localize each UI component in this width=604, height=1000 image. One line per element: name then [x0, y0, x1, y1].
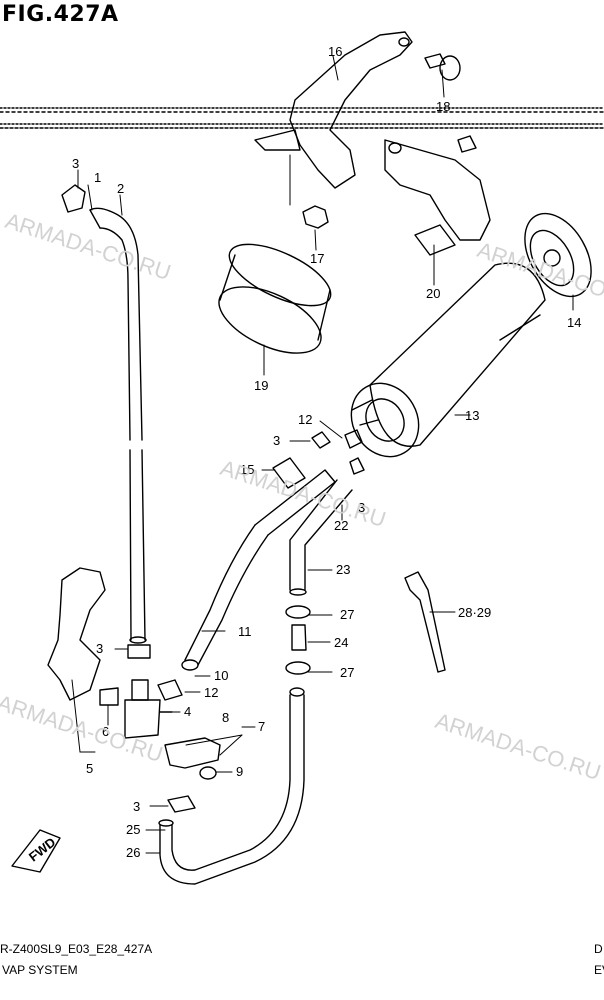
leader-lines — [71, 55, 574, 854]
part-16-bracket — [254, 31, 413, 189]
callout-25: 25 — [126, 822, 140, 837]
part-2-hose — [89, 207, 147, 644]
figure-title: FIG.427A — [2, 2, 119, 27]
callout-16: 16 — [328, 44, 342, 59]
part-26-hose — [158, 687, 305, 885]
clamp-3-bottom — [167, 795, 196, 813]
part-12-joint-bottom — [157, 679, 183, 701]
callout-17: 17 — [310, 251, 324, 266]
part-5-bracket — [47, 567, 106, 701]
callout-9: 9 — [236, 764, 243, 779]
callout-12-top: 12 — [298, 412, 312, 427]
callout-26: 26 — [126, 845, 140, 860]
system-name: VAP SYSTEM — [2, 963, 78, 977]
callout-2: 2 — [117, 181, 124, 196]
part-24-joint — [291, 624, 307, 651]
clamp-3-top — [61, 184, 86, 213]
callout-24: 24 — [334, 635, 348, 650]
part-20-holder — [384, 139, 491, 256]
part-6-bracket — [99, 687, 119, 706]
fwd-arrow — [11, 829, 61, 873]
part-27-clamp-bottom — [285, 661, 311, 675]
callout-10: 10 — [214, 668, 228, 683]
callout-15: 15 — [240, 462, 254, 477]
callout-7: 7 — [258, 719, 265, 734]
callout-14: 14 — [567, 315, 581, 330]
part-13-canister — [350, 262, 546, 458]
part-14-cap — [524, 212, 592, 298]
frame-section — [0, 107, 604, 129]
part-4-valve — [124, 679, 173, 739]
callout-1: 1 — [94, 170, 101, 185]
part-15-hose — [272, 457, 306, 489]
clamp-3-mid — [127, 644, 151, 659]
part-19-band — [218, 243, 332, 354]
callout-3-top: 3 — [72, 156, 79, 171]
callout-27-bottom: 27 — [340, 665, 354, 680]
callout-13: 13 — [465, 408, 479, 423]
callout-28-29: 28·29 — [458, 605, 491, 620]
callout-18: 18 — [436, 99, 450, 114]
callout-3-canister-b: 3 — [358, 500, 365, 515]
part-27-clamp-top — [285, 605, 311, 619]
callout-19: 19 — [254, 378, 268, 393]
callout-20: 20 — [426, 286, 440, 301]
part-11-hose — [181, 469, 336, 671]
callout-3-bottom: 3 — [133, 799, 140, 814]
model-code: R-Z400SL9_E03_E28_427A — [0, 942, 153, 956]
callout-27-top: 27 — [340, 607, 354, 622]
callout-3-canister-a: 3 — [273, 433, 280, 448]
fwd-label: FWD — [26, 834, 59, 864]
part-28-29-tie — [404, 571, 446, 673]
callout-5: 5 — [86, 761, 93, 776]
part-8-bracket — [164, 737, 221, 769]
callout-8: 8 — [222, 710, 229, 725]
right-code-a: D — [594, 942, 603, 956]
callout-6: 6 — [102, 724, 109, 739]
part-9-bolt — [199, 766, 217, 780]
clamp-3-canister-b — [349, 457, 365, 475]
part-23-hose — [289, 479, 353, 596]
part-12-joint-top — [344, 429, 363, 449]
callout-4: 4 — [184, 704, 191, 719]
callout-3-mid: 3 — [96, 641, 103, 656]
clamp-3-canister-a — [311, 431, 331, 449]
callout-12-bottom: 12 — [204, 685, 218, 700]
part-17-bolt — [302, 205, 329, 229]
callout-23: 23 — [336, 562, 350, 577]
right-code-b: EV — [594, 963, 604, 977]
callout-22: 22 — [334, 518, 348, 533]
part-18-bolt — [424, 53, 477, 153]
callout-11: 11 — [238, 624, 252, 639]
